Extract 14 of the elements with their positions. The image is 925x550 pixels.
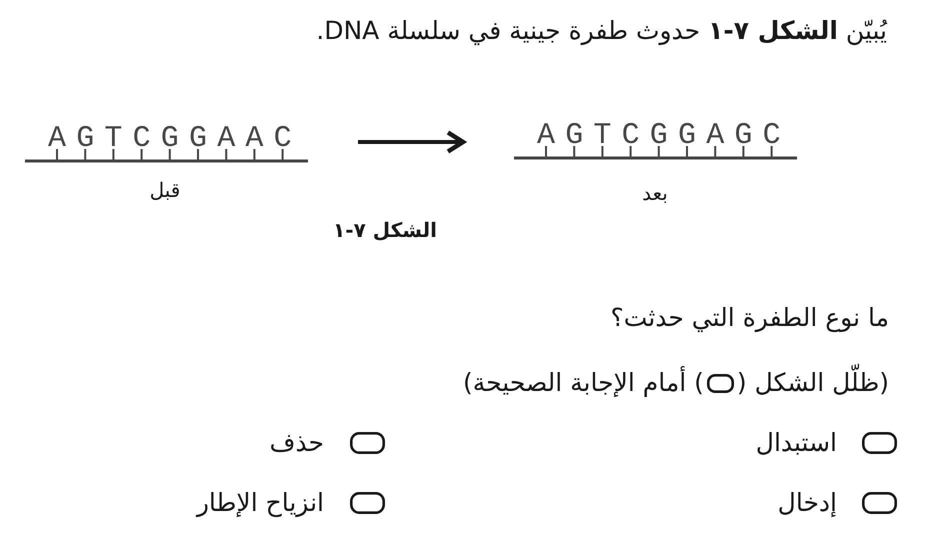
question-text: ما نوع الطفرة التي حدثت؟ [610,302,889,334]
option-text: حذف [270,427,324,459]
instruction-text: (ظلّل الشكل ( [736,365,889,401]
strand-caption: بعد [642,180,668,207]
dna-strand: AGTCGGAAC [25,124,308,163]
dna-strand: AGTCGGAGC [514,121,797,160]
strand-caption: قبل [150,177,180,204]
intro-text: يُبيّن الشكل ٧-١ حدوث طفرة جينية في سلسلة DNA. [316,15,887,48]
option-text: استبدال [756,427,837,459]
instruction-text: ) أمام الإجابة الصحيحة) [462,365,704,399]
option-text: إدخال [778,487,837,519]
option-text: انزياح الإطار [196,487,324,520]
figure-caption: الشكل ٧-١ [333,217,437,244]
arrow [358,130,466,154]
